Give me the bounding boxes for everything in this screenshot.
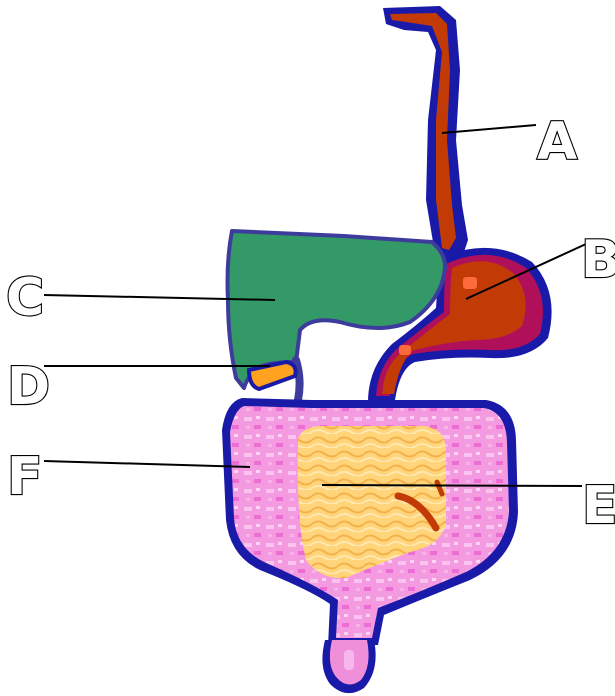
label-c: C: [6, 268, 44, 328]
label-b: B: [581, 230, 615, 290]
liver: [228, 231, 446, 388]
leader-line-f: [44, 461, 250, 467]
label-d: D: [7, 357, 50, 417]
label-f: F: [7, 447, 43, 507]
label-a: A: [537, 112, 577, 172]
leader-line-e: [322, 485, 582, 486]
label-e: E: [582, 476, 615, 536]
esophagus: [383, 6, 468, 262]
rectum: [322, 640, 375, 693]
